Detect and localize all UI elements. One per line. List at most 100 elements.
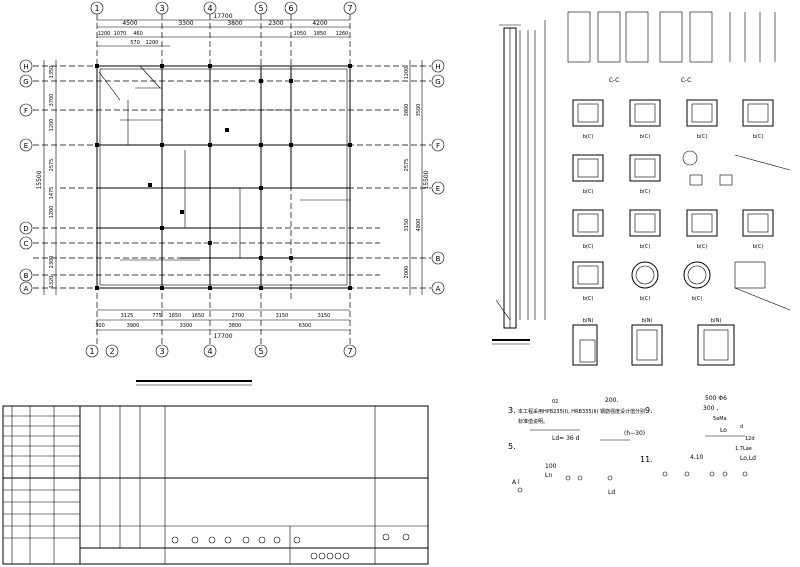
svg-text:b(C): b(C) (583, 296, 594, 302)
svg-text:b(C): b(C) (640, 244, 651, 250)
axis-label: 5 (258, 4, 263, 13)
dim: 3800 (227, 20, 242, 27)
svg-text:3300: 3300 (180, 323, 193, 329)
svg-text:b(C): b(C) (697, 134, 708, 140)
svg-text:15500: 15500 (423, 170, 430, 189)
column-elevation (492, 20, 546, 345)
svg-text:E: E (436, 185, 440, 193)
svg-text:F: F (24, 107, 28, 115)
axis-label: 3 (159, 4, 164, 13)
svg-text:1320: 1320 (49, 276, 55, 289)
svg-text:200.: 200. (605, 397, 618, 404)
svg-text:b(C): b(C) (583, 134, 594, 140)
note-3-text2: 标准值说明。 (518, 418, 548, 425)
svg-text:b(N): b(N) (583, 318, 594, 324)
svg-text:3150: 3150 (318, 313, 331, 319)
svg-text:G: G (435, 78, 440, 86)
axis-label: 4 (207, 4, 212, 13)
svg-text:4,10: 4,10 (690, 454, 704, 461)
right-axis-bubbles: H G F E B A (431, 59, 445, 295)
title-circles (171, 533, 410, 560)
dim: 1050 (294, 31, 307, 37)
dim-total-top: 17700 (213, 13, 232, 20)
svg-text:1200: 1200 (49, 119, 55, 132)
svg-text:B: B (24, 272, 29, 280)
svg-text:1650: 1650 (169, 313, 182, 319)
svg-text:3700: 3700 (49, 94, 55, 107)
svg-text:775: 775 (152, 313, 162, 319)
svg-text:(h−30): (h−30) (624, 430, 645, 437)
svg-text:3900: 3900 (127, 323, 140, 329)
svg-text:2300: 2300 (49, 256, 55, 269)
svg-text:5aMa: 5aMa (713, 416, 727, 422)
svg-text:b(C): b(C) (640, 189, 651, 195)
svg-text:5.: 5. (508, 442, 516, 451)
svg-text:H: H (435, 63, 440, 71)
title-block (2, 405, 429, 565)
dim: 4500 (122, 20, 137, 27)
dim: 1260 (336, 31, 349, 37)
svg-text:E: E (24, 142, 28, 150)
svg-text:4: 4 (207, 347, 212, 356)
svg-text:1650: 1650 (192, 313, 205, 319)
svg-text:1: 1 (89, 347, 94, 356)
svg-text:H: H (23, 63, 28, 71)
svg-text:D: D (23, 225, 28, 233)
svg-text:02: 02 (552, 399, 558, 405)
svg-text:2000: 2000 (404, 266, 410, 279)
dim: 1070 (114, 31, 127, 37)
svg-text:5: 5 (258, 347, 263, 356)
svg-text:Lo,Ld: Lo,Ld (740, 455, 756, 462)
svg-text:1200: 1200 (49, 206, 55, 219)
dim: 1200 (146, 40, 159, 46)
svg-text:1475: 1475 (49, 187, 55, 200)
section-details: C-C C-C b(C) b(C) b(C) b(C) b(C) b(C) b(… (567, 11, 791, 366)
svg-text:2700: 2700 (232, 313, 245, 319)
svg-text:2575: 2575 (404, 159, 410, 172)
svg-text:G: G (23, 78, 28, 86)
svg-text:6300: 6300 (299, 323, 312, 329)
axis-label: 1 (94, 4, 99, 13)
dim: 460 (133, 31, 143, 37)
axis-label: 7 (347, 4, 352, 13)
svg-text:11.: 11. (640, 455, 653, 464)
floor-plan: 1 3 4 5 6 7 17700 4500 3300 3800 2300 42… (19, 1, 445, 386)
svg-text:100: 100 (545, 463, 557, 470)
dim: 3300 (178, 20, 193, 27)
svg-text:b(C): b(C) (753, 134, 764, 140)
svg-text:300 ,: 300 , (703, 405, 718, 412)
svg-text:b(C): b(C) (697, 244, 708, 250)
dim: 1850 (314, 31, 327, 37)
svg-text:F: F (436, 142, 440, 150)
bottom-axis-bubbles: 1 2 3 4 5 7 (85, 344, 357, 358)
svg-text:b(C): b(C) (640, 296, 651, 302)
svg-text:C-C: C-C (681, 77, 692, 84)
svg-text:3800: 3800 (404, 104, 410, 117)
svg-text:Lo: Lo (720, 427, 727, 434)
svg-text:300: 300 (95, 323, 105, 329)
svg-text:d: d (740, 424, 743, 430)
svg-text:9.: 9. (645, 406, 653, 415)
note-3-number: 3. (508, 406, 516, 415)
axis-label: 6 (288, 4, 293, 13)
svg-text:3800: 3800 (229, 323, 242, 329)
svg-text:17700: 17700 (213, 333, 232, 340)
note-3-text: 本工程采用HPB235(I), HRB335(II) 钢筋强度设计值分别 (518, 408, 645, 415)
dim: 570 (130, 40, 140, 46)
svg-text:b(N): b(N) (642, 318, 653, 324)
svg-text:7: 7 (347, 347, 352, 356)
svg-text:b(C): b(C) (640, 134, 651, 140)
svg-text:4800: 4800 (416, 219, 422, 232)
svg-text:15500: 15500 (36, 170, 43, 189)
svg-text:1200: 1200 (404, 67, 410, 80)
svg-text:C: C (24, 240, 29, 248)
svg-text:2575: 2575 (49, 159, 55, 172)
columns (95, 64, 352, 290)
svg-text:3125: 3125 (121, 313, 134, 319)
svg-text:3500: 3500 (416, 104, 422, 117)
svg-text:12d: 12d (745, 436, 755, 442)
svg-text:b(C): b(C) (753, 244, 764, 250)
svg-text:2: 2 (109, 347, 114, 356)
svg-text:1.7Lae: 1.7Lae (735, 446, 752, 452)
